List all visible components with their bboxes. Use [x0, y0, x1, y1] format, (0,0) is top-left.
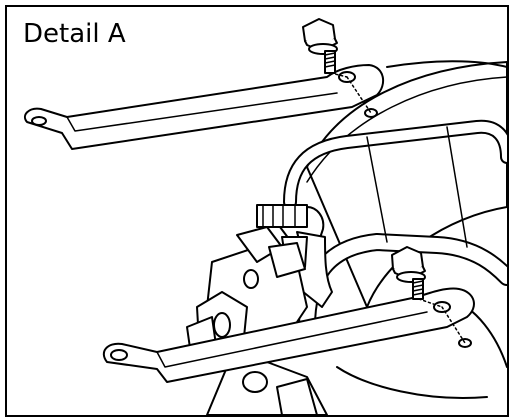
- lower-flange-bolt: [391, 246, 443, 308]
- technical-illustration: [23, 18, 507, 415]
- detail-title: Detail A: [23, 19, 126, 49]
- lower-bracket: [102, 287, 475, 383]
- upper-bracket: [23, 64, 385, 150]
- diagram-frame: Detail A: [5, 5, 509, 417]
- upper-flange-bolt: [302, 18, 348, 78]
